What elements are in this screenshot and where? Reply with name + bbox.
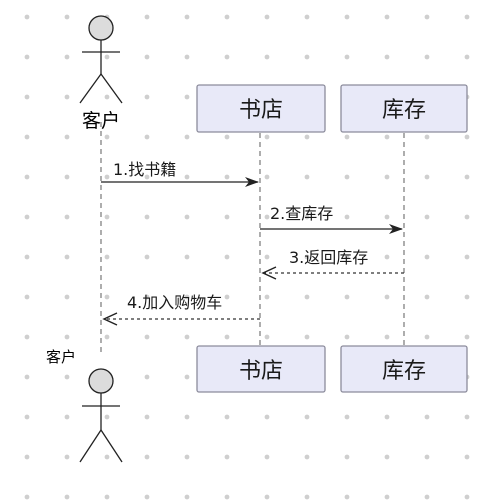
actor-head <box>88 15 114 41</box>
message-3-arrowhead <box>261 266 277 280</box>
message-2: 2.查库存 <box>260 204 403 234</box>
actor-right-leg <box>100 429 123 463</box>
message-2-label: 2.查库存 <box>270 204 333 223</box>
actor-left-leg <box>79 73 102 104</box>
participant-stock-bottom-label: 库存 <box>382 359 426 384</box>
participant-shop-top-label: 书店 <box>239 98 283 123</box>
message-1: 1.找书籍 <box>101 160 259 187</box>
message-4: 4.加入购物车 <box>102 293 260 326</box>
participant-stock-top-label: 库存 <box>382 98 426 123</box>
actor-customer-top <box>79 15 123 104</box>
participant-shop-top: 书店 <box>196 84 326 133</box>
participant-shop-bottom-label: 书店 <box>239 359 283 384</box>
message-3-label: 3.返回库存 <box>289 248 368 267</box>
participant-stock-bottom: 库存 <box>340 345 468 393</box>
message-4-label: 4.加入购物车 <box>127 293 222 312</box>
actor-left-leg <box>79 429 102 463</box>
participant-shop-bottom: 书店 <box>196 345 326 393</box>
message-3: 3.返回库存 <box>261 248 404 280</box>
message-4-arrowhead <box>102 312 118 326</box>
actor-head <box>88 368 114 394</box>
actor-customer-bottom <box>79 368 123 463</box>
participant-stock-top: 库存 <box>340 84 468 133</box>
actor-top-label: 客户 <box>82 110 120 132</box>
message-1-label: 1.找书籍 <box>113 160 176 179</box>
actor-bottom-label: 客户 <box>46 348 76 366</box>
actor-right-leg <box>100 73 123 104</box>
